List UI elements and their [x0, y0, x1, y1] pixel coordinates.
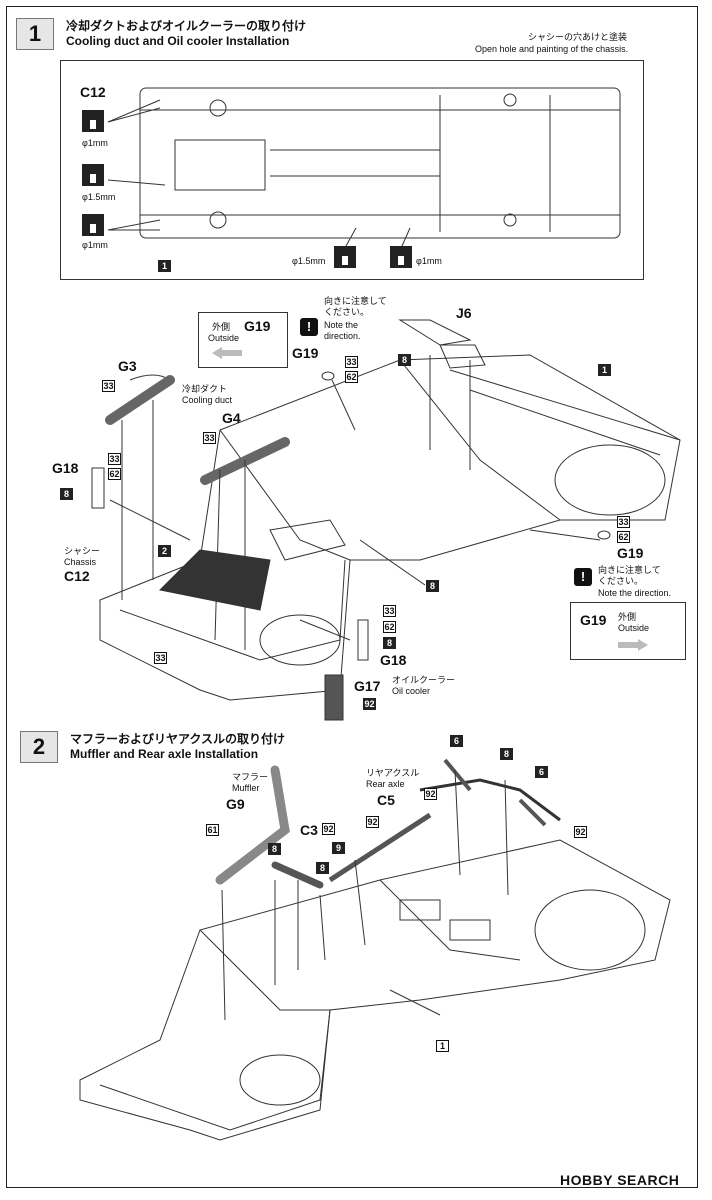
warning-icon: !: [574, 568, 592, 586]
muffler-jp: マフラー: [232, 772, 269, 782]
step-1-title-en: Cooling duct and Oil cooler Installation: [66, 34, 290, 48]
step-1-number: 1: [16, 18, 54, 50]
color-badge-62: 62: [617, 531, 630, 543]
chassis-label-jp: シャシー: [64, 546, 101, 556]
drill-icon: [334, 246, 356, 268]
part-g9: G9: [226, 796, 245, 812]
direction-en-2: direction.: [324, 331, 361, 341]
direction-jp-right-2: ください。: [598, 576, 644, 586]
color-badge-33: 33: [102, 380, 115, 392]
hole-15mm-label: φ1.5mm: [82, 192, 116, 202]
drill-note-en: Open hole and painting of the chassis.: [475, 44, 629, 54]
hobby-search-logo: HOBBY SEARCH: [560, 1172, 680, 1188]
c12-label-top: C12: [80, 84, 106, 100]
color-badge-92: 92: [363, 698, 376, 710]
cooling-duct-jp: 冷却ダクト: [182, 384, 228, 394]
warning-icon: !: [300, 318, 318, 336]
color-badge-6: 6: [450, 735, 463, 747]
color-badge-33: 33: [383, 605, 396, 617]
drill-note-jp: シャシーの穴あけと塗装: [528, 32, 628, 42]
step-2-title-jp: マフラーおよびリヤアクスルの取り付け: [70, 732, 286, 746]
color-badge-92: 92: [366, 816, 379, 828]
oil-cooler-en: Oil cooler: [392, 686, 431, 696]
outside-en: Outside: [208, 333, 240, 343]
color-badge-8: 8: [426, 580, 439, 592]
muffler-en: Muffler: [232, 783, 260, 793]
color-badge-8: 8: [398, 354, 411, 366]
color-badge-6: 6: [535, 766, 548, 778]
color-badge-33: 33: [203, 432, 216, 444]
hole-1mm-label: φ1mm: [82, 240, 108, 250]
color-badge-33: 33: [108, 453, 121, 465]
part-c5: C5: [377, 792, 395, 808]
outside-en-right: Outside: [618, 623, 650, 633]
outside-jp-right: 外側: [618, 612, 637, 622]
color-badge-61: 61: [206, 824, 219, 836]
color-badge-33: 33: [617, 516, 630, 528]
color-badge-8: 8: [60, 488, 73, 500]
color-badge-8: 8: [500, 748, 513, 760]
part-g19-callout: G19: [244, 318, 271, 334]
hole-15mm-label: φ1.5mm: [292, 256, 326, 266]
step-2-number: 2: [20, 731, 58, 763]
color-badge-2: 2: [158, 545, 171, 557]
part-g18-right: G18: [380, 652, 407, 668]
chassis-label-en: Chassis: [64, 557, 97, 567]
outside-callout-left: [198, 312, 288, 368]
color-badge-62: 62: [108, 468, 121, 480]
direction-jp-1: 向きに注意して: [324, 296, 387, 306]
part-j6: J6: [456, 305, 472, 321]
part-g19-callout-right: G19: [580, 612, 607, 628]
part-g17: G17: [354, 678, 381, 694]
chassis-ref-badge: 1: [598, 364, 611, 376]
part-g3: G3: [118, 358, 137, 374]
color-badge-92: 92: [424, 788, 437, 800]
part-c12: C12: [64, 568, 90, 584]
part-g18: G18: [52, 460, 79, 476]
chassis-ref-badge: 1: [158, 260, 171, 272]
direction-jp-right-1: 向きに注意して: [598, 565, 661, 575]
part-g19-top: G19: [292, 345, 319, 361]
cooling-duct-en: Cooling duct: [182, 395, 233, 405]
part-g4: G4: [222, 410, 241, 426]
color-badge-33: 33: [345, 356, 358, 368]
page-border: [6, 6, 698, 1188]
outside-jp: 外側: [212, 322, 231, 332]
rear-axle-en: Rear axle: [366, 779, 405, 789]
color-badge-92: 92: [322, 823, 335, 835]
drill-icon: [82, 214, 104, 236]
drill-icon: [82, 164, 104, 186]
hole-1mm-label: φ1mm: [416, 256, 442, 266]
color-badge-9: 9: [332, 842, 345, 854]
drill-icon: [390, 246, 412, 268]
drill-icon: [82, 110, 104, 132]
drilling-panel: [60, 60, 644, 280]
step-1-title-jp: 冷却ダクトおよびオイルクーラーの取り付け: [66, 19, 307, 33]
color-badge-62: 62: [383, 621, 396, 633]
rear-axle-jp: リヤアクスル: [366, 768, 420, 778]
direction-en-1: Note the: [324, 320, 359, 330]
color-badge-8: 8: [268, 843, 281, 855]
color-badge-92: 92: [574, 826, 587, 838]
chassis-ref-badge: 1: [436, 1040, 449, 1052]
part-c3: C3: [300, 822, 318, 838]
oil-cooler-jp: オイルクーラー: [392, 675, 456, 685]
left-arrow-icon: [212, 346, 242, 359]
hole-1mm-label: φ1mm: [82, 138, 108, 148]
part-g19-right: G19: [617, 545, 644, 561]
outside-callout-right: [570, 602, 686, 660]
color-badge-62: 62: [345, 371, 358, 383]
direction-jp-2: ください。: [324, 307, 370, 317]
color-badge-33: 33: [154, 652, 167, 664]
step-2-title-en: Muffler and Rear axle Installation: [70, 747, 259, 761]
direction-en-right: Note the direction.: [598, 588, 672, 598]
color-badge-8: 8: [383, 637, 396, 649]
color-badge-8: 8: [316, 862, 329, 874]
right-arrow-icon: [618, 638, 648, 651]
